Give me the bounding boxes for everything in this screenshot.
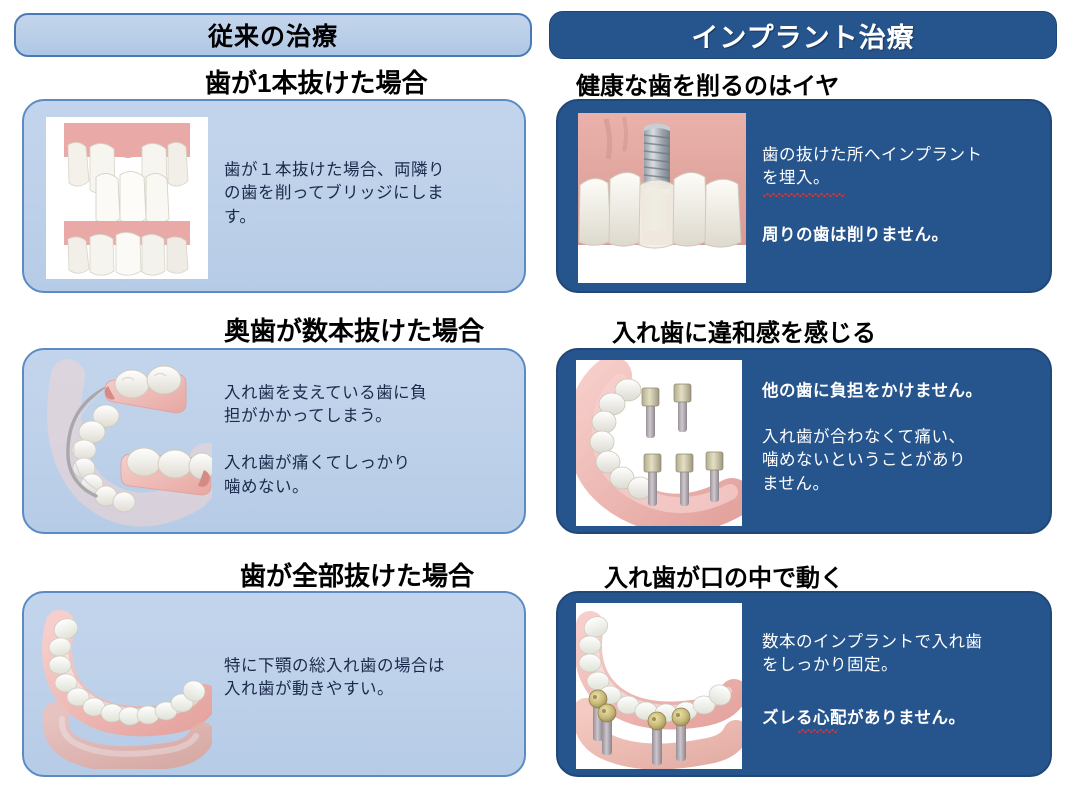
image-multiple-implants-lower-jaw: [576, 360, 742, 526]
partial-denture-clasp-icon: [47, 359, 212, 527]
implant-overdenture-icon: [576, 603, 742, 769]
column-header-conventional: 従来の治療: [14, 13, 532, 57]
spellcheck-underline-1: [763, 193, 845, 197]
section-title-left-3: 歯が全部抜けた場合: [240, 561, 475, 591]
image-missing-front-tooth-bridge: [46, 117, 208, 279]
body-text-right-3-bold: ズレる心配がありません。: [762, 709, 966, 727]
image-full-lower-denture: [42, 603, 212, 769]
single-implant-fixture-icon: [578, 113, 746, 283]
section-title-left-1: 歯が1本抜けた場合: [205, 68, 428, 98]
full-lower-denture-icon: [42, 610, 212, 769]
spellcheck-underline-2: [798, 729, 838, 733]
multiple-implants-lower-jaw-icon: [576, 360, 742, 526]
body-text-right-3-normal: 数本のインプラントで入れ歯 をしっかり固定。: [762, 633, 983, 675]
card-left-2: 入れ歯を支えている歯に負 担がかかってしまう。 入れ歯が痛くてしっかり 噛めない…: [22, 348, 526, 534]
body-text-left-2: 入れ歯を支えている歯に負 担がかかってしまう。 入れ歯が痛くてしっかり 噛めない…: [224, 384, 428, 496]
body-text-right-1-bold: 周りの歯は削りません。: [762, 226, 949, 244]
image-single-implant-fixture: [578, 113, 746, 283]
column-header-conventional-label: 従来の治療: [207, 23, 338, 51]
body-text-right-2-bold: 他の歯に負担をかけません。: [762, 382, 983, 400]
image-implant-overdenture: [576, 603, 742, 769]
image-partial-denture-clasp: [44, 358, 212, 528]
missing-front-tooth-bridge-icon: [46, 117, 208, 279]
column-header-implant: インプラント治療: [549, 11, 1057, 59]
body-text-left-1: 歯が１本抜けた場合、両隣り の歯を削ってブリッジにしま す。: [224, 161, 445, 226]
body-text-left-3: 特に下顎の総入れ歯の場合は 入れ歯が動きやすい。: [224, 657, 445, 699]
section-title-right-1: 健康な歯を削るのはイヤ: [576, 73, 840, 100]
card-left-1: 歯が１本抜けた場合、両隣り の歯を削ってブリッジにしま す。: [22, 99, 526, 293]
card-right-1: 歯の抜けた所へインプラント を埋入。 周りの歯は削りません。: [556, 99, 1052, 293]
section-title-left-2: 奥歯が数本抜けた場合: [224, 316, 485, 346]
section-title-right-2: 入れ歯に違和感を感じる: [612, 320, 876, 347]
card-right-3: 数本のインプラントで入れ歯 をしっかり固定。 ズレる心配がありません。: [556, 591, 1052, 777]
column-header-implant-label: インプラント治療: [691, 22, 915, 53]
card-left-3: 特に下顎の総入れ歯の場合は 入れ歯が動きやすい。: [22, 591, 526, 777]
body-text-right-1-normal: 歯の抜けた所へインプラント を埋入。: [762, 146, 983, 188]
section-title-right-3: 入れ歯が口の中で動く: [604, 565, 844, 592]
card-right-2: 他の歯に負担をかけません。 入れ歯が合わなくて痛い、 噛めないということがあり …: [556, 348, 1052, 534]
body-text-right-2-normal: 入れ歯が合わなくて痛い、 噛めないということがあり ません。: [762, 428, 966, 493]
